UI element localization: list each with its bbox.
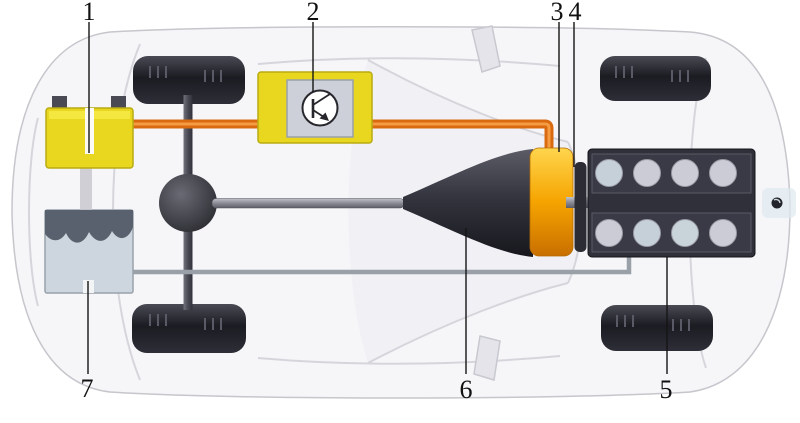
top-sill-line: [257, 57, 561, 67]
battery-terminal-right: [111, 96, 126, 109]
callout-number-1: 1: [82, 0, 96, 26]
transistor-icon: [301, 89, 339, 127]
side-mirror-top: [471, 25, 501, 73]
wheels: [132, 56, 713, 353]
front-bumper-line: [28, 117, 39, 307]
callout-number-5: 5: [659, 375, 673, 404]
fuel-level-wave: [45, 210, 133, 243]
fuel-tank: [44, 168, 134, 294]
wheel-top-left: [133, 56, 245, 104]
wheel-top-right: [600, 56, 711, 101]
clutch-coupling: [566, 162, 594, 252]
wheel-bottom-right: [601, 305, 713, 351]
power-cable: [132, 119, 554, 153]
callout-number-7: 7: [80, 374, 94, 403]
combustion-engine: [587, 148, 756, 258]
callout-leader-lines: [87, 22, 668, 374]
power-electronics: [257, 71, 373, 144]
battery-terminal-left: [52, 96, 67, 109]
callout-number-6: 6: [459, 375, 473, 404]
differential-sphere: [159, 174, 217, 232]
fuel-line: [133, 256, 632, 275]
callout-number-3: 3: [550, 0, 564, 26]
tank-bracket: [80, 168, 92, 210]
bottom-sill-line: [257, 355, 561, 365]
drivetrain-shafts: [159, 95, 405, 310]
wheel-bottom-left: [132, 304, 246, 353]
side-mirror-bottom: [473, 335, 501, 381]
engine-cylinders: [595, 159, 737, 247]
rear-emblem: [762, 188, 796, 218]
callout-number-4: 4: [568, 0, 582, 26]
clutch-disc: [574, 162, 587, 252]
callout-number-2: 2: [306, 0, 320, 26]
transmission: [403, 149, 533, 257]
a-pillar-bottom-line: [367, 282, 569, 364]
driveshaft: [211, 198, 405, 209]
